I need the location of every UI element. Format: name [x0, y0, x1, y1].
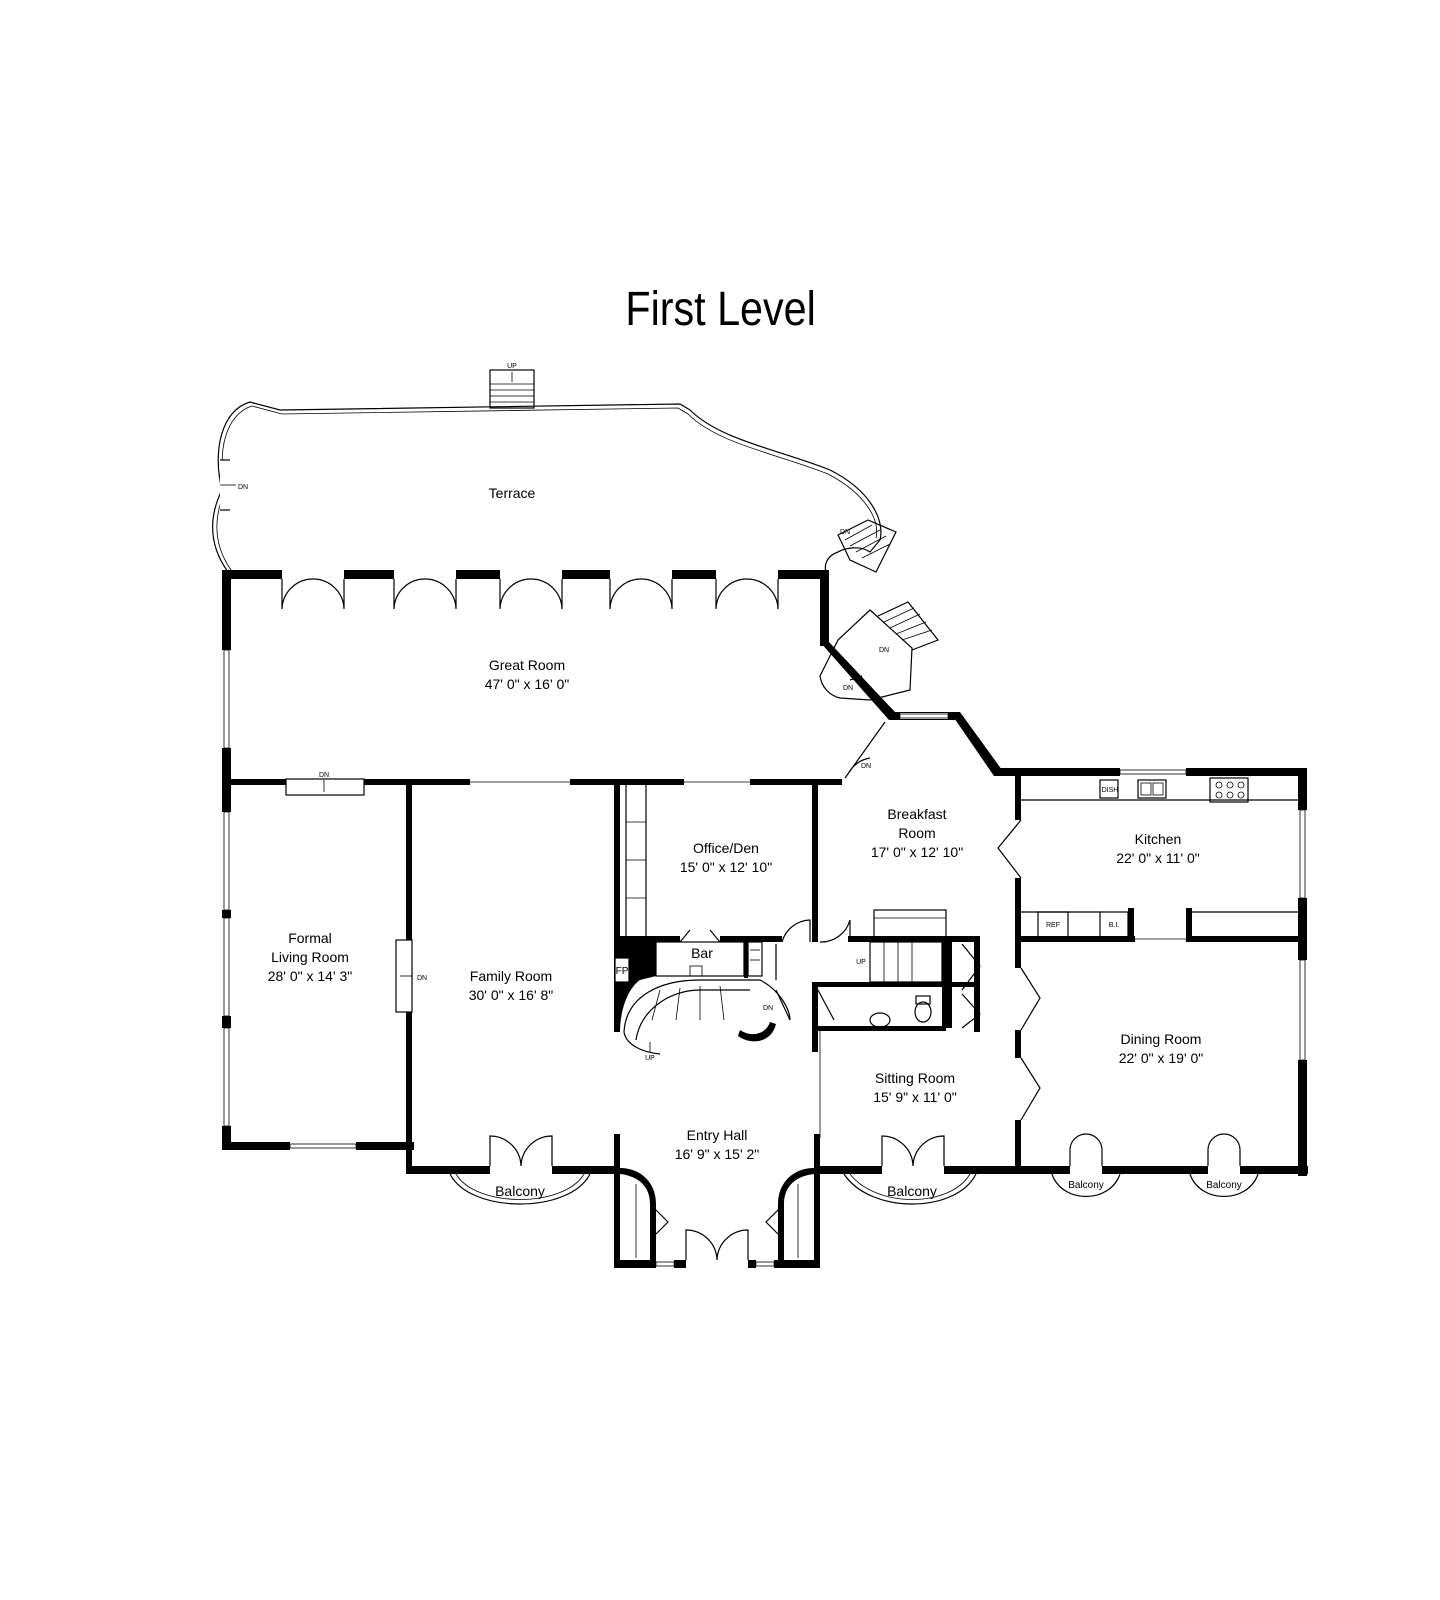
- office-walls: [614, 782, 818, 1032]
- family-room-dims: 30' 0" x 16' 8": [469, 987, 554, 1003]
- built-in-label: B.I.: [1109, 922, 1120, 929]
- breakfast-room-dims: 17' 0" x 12' 10": [871, 844, 963, 860]
- dining-room-name: Dining Room: [1121, 1031, 1202, 1047]
- breakfast-room-name-2: Room: [898, 825, 935, 841]
- breakfast-dn-label: DN: [861, 763, 871, 770]
- fireplace-label: FP: [616, 966, 629, 977]
- living-room-dims: 28' 0" x 14' 3": [268, 968, 353, 984]
- office-den-name: Office/Den: [693, 840, 759, 856]
- family-room-name: Family Room: [470, 968, 552, 984]
- dishwasher-label: DISH: [1102, 787, 1119, 794]
- breakfast-room-name-1: Breakfast: [887, 806, 946, 822]
- terrace-east-dn-label: DN: [840, 529, 850, 536]
- great-room-north-wall: [222, 570, 828, 610]
- terrace-east-stairs: DN: [837, 519, 897, 573]
- bar-and-stair: FP Bar UP DN: [614, 940, 791, 1062]
- great-room-south-wall: DN DN: [222, 721, 886, 796]
- terrace-label: Terrace: [489, 485, 536, 501]
- balcony-label-4: Balcony: [1206, 1180, 1242, 1191]
- balcony-label-2: Balcony: [887, 1183, 937, 1199]
- living-dn-label: DN: [319, 772, 329, 779]
- entry-hall-dims: 16' 9" x 15' 2": [675, 1146, 760, 1162]
- main-stair-dn-label: DN: [763, 1005, 773, 1012]
- sitting-room-dims: 15' 9" x 11' 0": [873, 1089, 957, 1105]
- terrace-up-label: UP: [507, 363, 517, 370]
- great-room-name: Great Room: [489, 657, 565, 673]
- kitchen-name: Kitchen: [1135, 831, 1182, 847]
- dining-partition: [819, 940, 1041, 1168]
- kitchen-walls: DISH REF B.I.: [1015, 768, 1307, 1176]
- living-room-east-wall: DN: [395, 782, 427, 1172]
- south-facade: Balcony Entry Hall 16' 9" x 15' 2" Balco…: [406, 1127, 1308, 1268]
- side-stair-dn-label-2: DN: [843, 685, 853, 692]
- entry-hall-name: Entry Hall: [687, 1127, 748, 1143]
- terrace-dn-label: DN: [238, 484, 248, 491]
- living-room-name-1: Formal: [288, 930, 332, 946]
- balcony-label-1: Balcony: [495, 1183, 545, 1199]
- side-stair-dn-label-1: DN: [879, 647, 889, 654]
- living-east-dn-label: DN: [417, 975, 427, 982]
- dining-room-dims: 22' 0" x 19' 0": [1119, 1050, 1204, 1066]
- great-room-east-wall: DN DN: [819, 570, 939, 720]
- living-room-name-2: Living Room: [271, 949, 349, 965]
- refrigerator-label: REF: [1046, 922, 1060, 929]
- great-room-dims: 47' 0" x 16' 0": [485, 676, 570, 692]
- sitting-room-name: Sitting Room: [875, 1070, 955, 1086]
- balcony-label-3: Balcony: [1068, 1180, 1104, 1191]
- kitchen-dims: 22' 0" x 11' 0": [1116, 850, 1200, 866]
- terrace: DN UP Terrace DN: [212, 363, 897, 573]
- central-service-area: UP: [774, 909, 981, 1052]
- west-walls: [222, 570, 414, 1150]
- breakfast-walls: [889, 712, 1304, 942]
- main-stair-up-label: UP: [645, 1055, 655, 1062]
- terrace-north-stairs: UP: [489, 363, 535, 409]
- plan-title: First Level: [625, 283, 816, 336]
- service-stair-up-label: UP: [856, 959, 866, 966]
- bar-label: Bar: [691, 945, 713, 961]
- office-den-dims: 15' 0" x 12' 10": [680, 859, 772, 875]
